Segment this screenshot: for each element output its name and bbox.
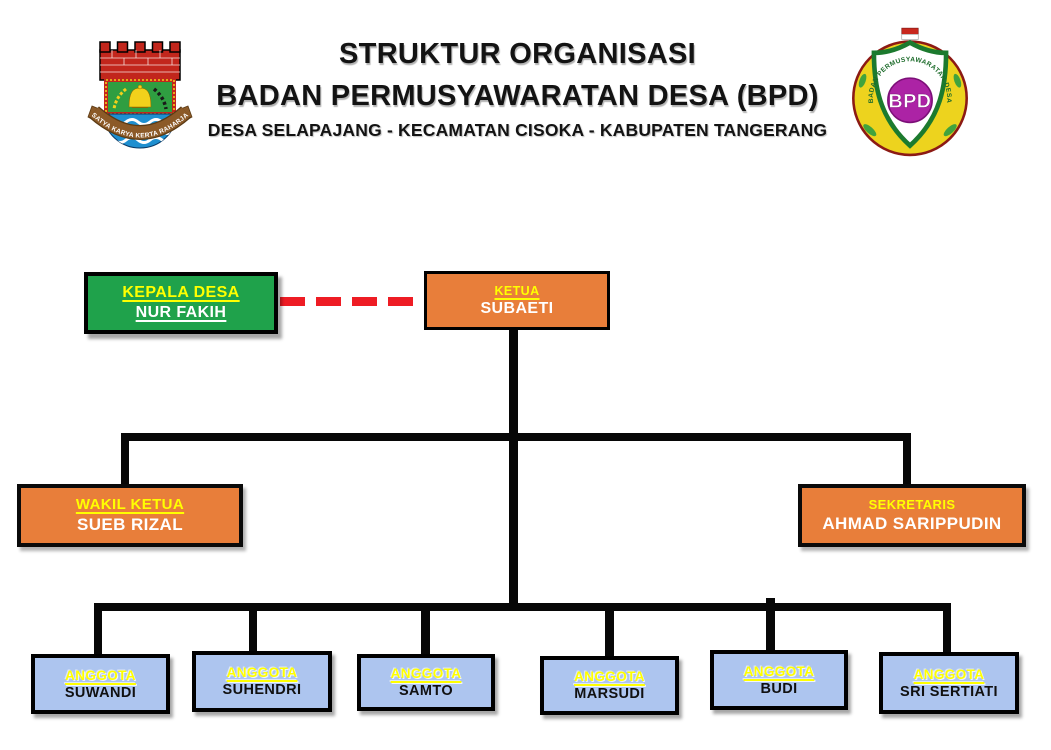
tangerang-crest-logo: SATYA KARYA KERTA RAHARJA (87, 41, 193, 149)
connector-drop-anggota-4 (605, 607, 614, 657)
person-name: SUBAETI (480, 299, 554, 317)
connector-bus-level3 (94, 603, 951, 611)
gear-chain-icon (152, 87, 168, 110)
role-label: KEPALA DESA (122, 284, 240, 301)
person-name: AHMAD SARIPPUDIN (822, 514, 1002, 533)
title-line-3: DESA SELAPAJANG - KECAMATAN CISOKA - KAB… (207, 120, 828, 140)
connector-ketua-stem (509, 328, 518, 437)
title-line-2: BADAN PERMUSYAWARATAN DESA (BPD) (216, 80, 819, 112)
rice-stalk-icon (112, 87, 127, 110)
org-node-anggota-suwandi: ANGGOTA SUWANDI (31, 654, 170, 714)
dashed-link-kepala-ketua (280, 297, 424, 306)
role-label: KETUA (494, 283, 540, 298)
org-node-anggota-suhendri: ANGGOTA SUHENDRI (192, 651, 332, 712)
role-label: ANGGOTA (574, 669, 645, 684)
role-label: ANGGOTA (743, 663, 815, 679)
castle-icon (99, 41, 181, 81)
connector-drop-sekretaris (903, 437, 911, 485)
org-node-anggota-sri-sertiati: ANGGOTA SRI SERTIATI (879, 652, 1019, 714)
role-label: ANGGOTA (226, 665, 298, 680)
org-node-anggota-samto: ANGGOTA SAMTO (357, 654, 495, 711)
person-name: SUHENDRI (222, 682, 302, 698)
flag-icon (901, 27, 919, 40)
org-node-ketua: KETUA SUBAETI (424, 271, 610, 330)
connector-drop-anggota-1 (94, 607, 102, 655)
org-node-wakil-ketua: WAKIL KETUA SUEB RIZAL (17, 484, 243, 547)
person-name: SAMTO (398, 683, 454, 699)
person-name: BUDI (760, 680, 798, 697)
role-label: ANGGOTA (65, 667, 136, 683)
person-name: SUEB RIZAL (77, 515, 183, 534)
person-name: SRI SERTIATI (900, 683, 998, 700)
connector-drop-anggota-3 (421, 607, 430, 655)
connector-drop-anggota-2 (249, 607, 257, 652)
connector-bus-level2 (121, 433, 911, 441)
connector-center-stem (509, 441, 518, 607)
role-label: SEKRETARIS (868, 497, 956, 512)
org-node-kepala-desa: KEPALA DESA NUR FAKIH (84, 272, 278, 334)
role-label: ANGGOTA (913, 666, 985, 682)
connector-drop-wakil-ketua (121, 437, 129, 485)
org-node-sekretaris: SEKRETARIS AHMAD SARIPPUDIN (798, 484, 1026, 547)
person-name: SUWANDI (64, 684, 137, 701)
org-node-anggota-marsudi: ANGGOTA MARSUDI (540, 656, 679, 715)
shield-field (104, 78, 176, 116)
role-label: WAKIL KETUA (75, 496, 185, 513)
org-node-anggota-budi: ANGGOTA BUDI (710, 650, 848, 710)
person-name: NUR FAKIH (135, 304, 227, 321)
bpd-center-text: BPD (889, 90, 932, 112)
connector-drop-anggota-6 (943, 607, 951, 653)
person-name: MARSUDI (574, 686, 645, 702)
role-label: ANGGOTA (390, 666, 462, 681)
title-line-1: STRUKTUR ORGANISASI (339, 38, 696, 70)
connector-drop-anggota-5 (766, 598, 775, 651)
ring-leaves (858, 73, 962, 137)
bpd-logo: BADAN PERMUSYAWARATAN DESA BPD (852, 27, 968, 157)
